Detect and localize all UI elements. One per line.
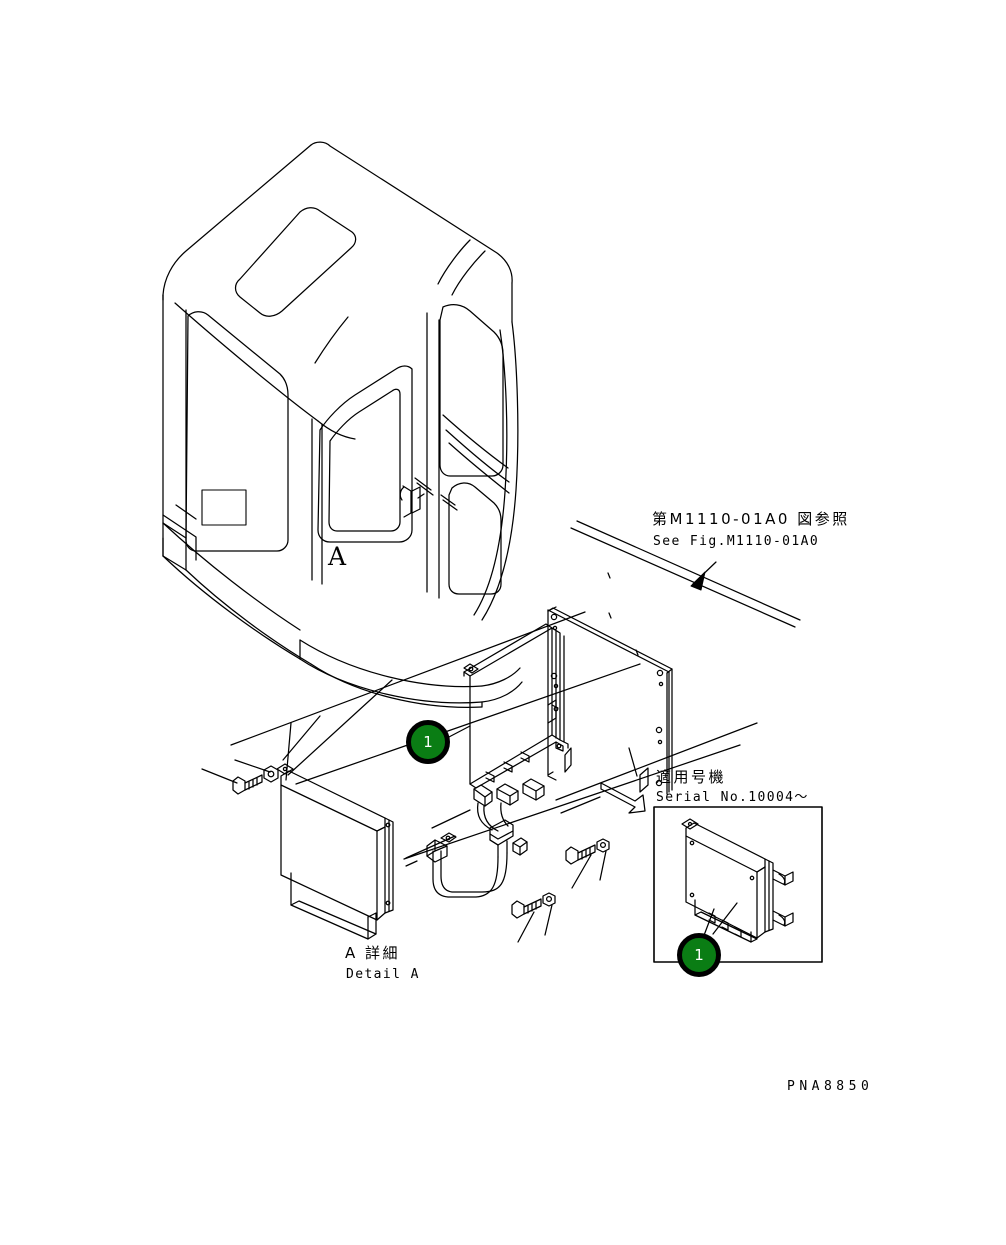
detail-a-label-jp: A 詳細 (345, 944, 401, 962)
bolt-washer-set-center (511, 838, 610, 943)
see-fig-leader (690, 561, 717, 591)
controller-module-main (463, 623, 569, 789)
inset-frame (653, 806, 823, 963)
serial-note-en: Serial No.10004〜 (656, 790, 809, 805)
mounting-floor-lines (230, 611, 758, 867)
drawing-number: PNA8850 (787, 1079, 874, 1094)
inset-pointer-arrow (600, 782, 646, 814)
operator-cab-outline (162, 141, 523, 708)
harness-connectors (426, 778, 545, 898)
wire-harness-conduit (570, 520, 801, 656)
callout-balloon-1-inset[interactable]: 1 (677, 933, 721, 977)
controller-module-inset (681, 818, 794, 943)
callout-balloon-1-inset-number: 1 (694, 946, 704, 964)
leader-lines (282, 679, 738, 935)
controller-bracket-plate (547, 606, 673, 795)
view-marker-letter-a: A (328, 542, 347, 571)
controller-module-detail-a (276, 763, 394, 940)
serial-note-jp: 適用号機 (656, 768, 727, 786)
see-fig-note-jp: 第M1110-01A0 図参照 (652, 510, 850, 528)
detail-a-label-en: Detail A (346, 967, 420, 982)
see-fig-note-en: See Fig.M1110-01A0 (653, 534, 820, 549)
callout-balloon-1-main-number: 1 (423, 733, 433, 751)
bolt-washer-detail-a (201, 759, 279, 795)
callout-balloon-1-main[interactable]: 1 (406, 720, 450, 764)
